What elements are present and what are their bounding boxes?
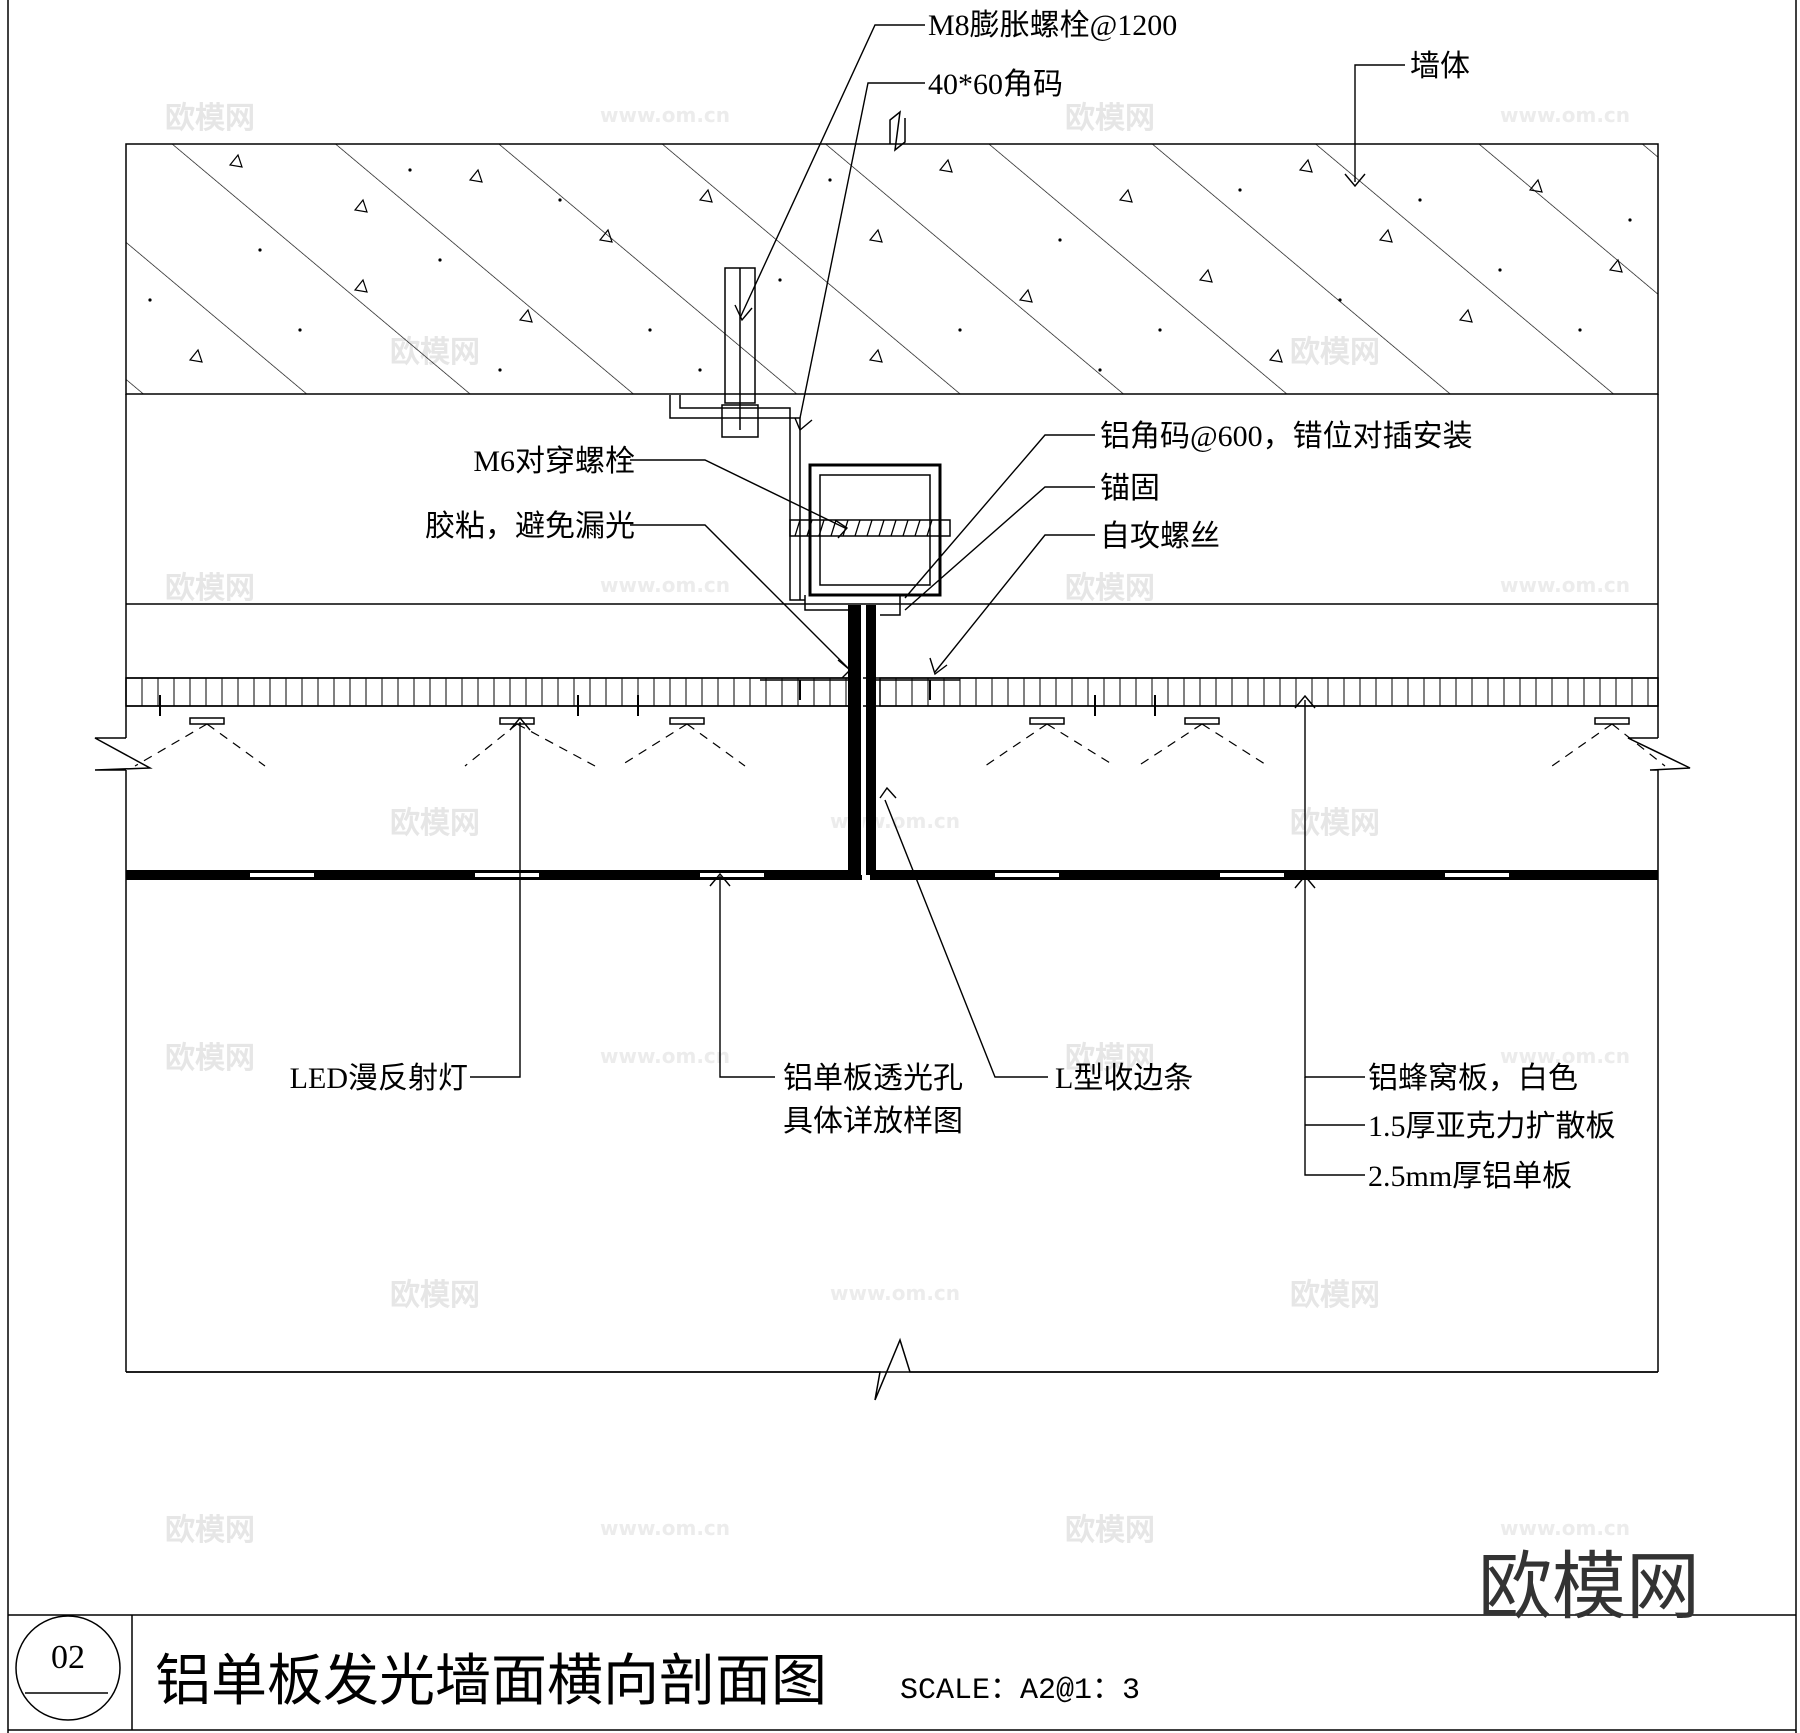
label-m6-bolt: M6对穿螺栓 xyxy=(473,445,635,478)
label-l-trim: L型收边条 xyxy=(1055,1062,1193,1095)
led-light-icon xyxy=(619,717,746,767)
label-m8-bolt: M8膨胀螺栓@1200 xyxy=(928,9,1177,42)
led-light-icon xyxy=(134,717,266,767)
brand-watermark: 欧模网 xyxy=(1478,1544,1700,1630)
label-alu-sheet: 2.5mm厚铝单板 xyxy=(1368,1160,1572,1193)
led-light-icon xyxy=(464,717,596,767)
led-lights xyxy=(134,717,1666,767)
watermark-text: 欧模网 xyxy=(390,806,480,841)
label-led: LED漫反射灯 xyxy=(290,1062,468,1095)
concrete-wall xyxy=(125,110,1659,395)
watermark-url: www.om.cn xyxy=(1500,573,1630,597)
drawing-frame xyxy=(7,0,1797,1733)
watermark-text: 欧模网 xyxy=(1065,1513,1155,1548)
watermark-text: 欧模网 xyxy=(390,1278,480,1313)
drawing-title: 铝单板发光墙面横向剖面图 xyxy=(155,1649,827,1714)
watermark-text: 欧模网 xyxy=(165,101,255,136)
drawing-scale: SCALE：A2@1：3 xyxy=(900,1674,1140,1708)
watermark-url: www.om.cn xyxy=(600,1516,730,1540)
title-block: 02 铝单板发光墙面横向剖面图 SCALE：A2@1：3 欧模网 xyxy=(15,1544,1700,1730)
label-honeycomb: 铝蜂窝板，白色 xyxy=(1368,1062,1578,1095)
watermark-text: 欧模网 xyxy=(1065,571,1155,606)
layer-lines xyxy=(94,394,1691,1401)
watermark-url: www.om.cn xyxy=(600,573,730,597)
label-angle-code: 40*60角码 xyxy=(928,68,1063,101)
screws xyxy=(159,680,1156,716)
watermark-text: 欧模网 xyxy=(1065,101,1155,136)
watermark-text: 欧模网 xyxy=(165,571,255,606)
led-light-icon xyxy=(1137,717,1269,767)
label-acrylic: 1.5厚亚克力扩散板 xyxy=(1368,1110,1616,1143)
watermark-url: www.om.cn xyxy=(1500,1044,1630,1068)
watermark-url: www.om.cn xyxy=(600,1044,730,1068)
watermark-url: www.om.cn xyxy=(600,103,730,127)
watermark-text: 欧模网 xyxy=(165,1041,255,1076)
watermark-text: 欧模网 xyxy=(1290,806,1380,841)
label-hole-line2: 具体详放样图 xyxy=(783,1105,963,1138)
label-hole-line1: 铝单板透光孔 xyxy=(783,1062,963,1095)
watermark-url: www.om.cn xyxy=(1500,103,1630,127)
watermark-text: 欧模网 xyxy=(165,1513,255,1548)
led-light-icon xyxy=(984,717,1116,767)
drawing-number: 02 xyxy=(51,1639,85,1676)
label-wall: 墙体 xyxy=(1410,50,1470,83)
watermark-url: www.om.cn xyxy=(1500,1516,1630,1540)
label-alu-angle: 铝角码@600，错位对插安装 xyxy=(1100,420,1473,453)
label-anchor: 锚固 xyxy=(1100,472,1160,505)
led-light-icon xyxy=(1551,717,1666,767)
central-joint xyxy=(669,267,960,875)
callout-labels: M8膨胀螺栓@1200 40*60角码 墙体 铝角码@600，错位对插安装 锚固… xyxy=(290,9,1616,1193)
watermark-text: 欧模网 xyxy=(1065,1041,1155,1076)
aluminum-sheet xyxy=(126,870,1658,880)
watermark-url: www.om.cn xyxy=(830,1281,960,1305)
label-glue: 胶粘，避免漏光 xyxy=(425,510,635,543)
leader-lines xyxy=(470,24,1405,1176)
honeycomb-panel xyxy=(125,677,1659,707)
watermark-text: 欧模网 xyxy=(1290,1278,1380,1313)
label-self-tap: 自攻螺丝 xyxy=(1100,520,1220,553)
